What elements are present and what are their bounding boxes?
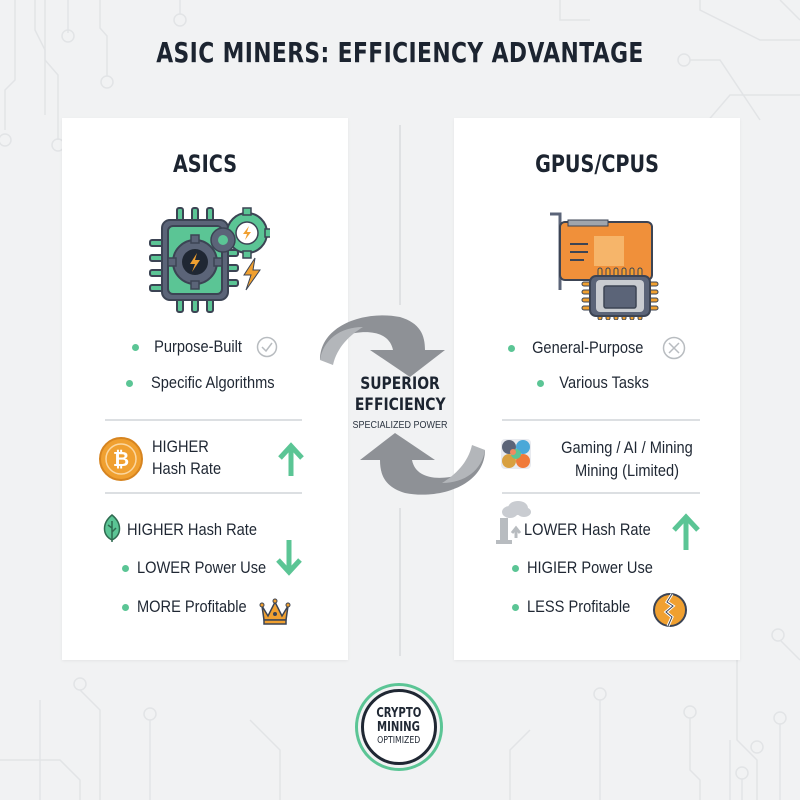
arrow-up-icon [672,513,700,550]
stat-less-profitable: LESS Profitable [512,597,647,617]
x-circle-icon [662,336,686,360]
stat-more-profitable: MORE Profitable [122,597,265,617]
arrow-down-icon [276,540,302,576]
feature-purpose-built: Purpose-Built [62,336,348,358]
crypto-mining-optimized-badge: CRYPTO MINING OPTIMIZED [355,683,443,771]
bullet-dot [122,603,129,611]
asics-card-title: ASICS [172,150,238,178]
factory-smoke-icon [496,501,531,544]
asic-chip-gear-icon [62,200,348,320]
broken-coin-icon [653,593,687,627]
arrow-up-icon [278,442,304,476]
bullet-dot [122,564,129,572]
page-title: ASIC MINERS: EFFICIENCY ADVANTAGE [156,36,644,69]
feature-various-tasks: Various Tasks [454,373,740,393]
stat-higher-power-use: HIGIER Power Use [512,558,673,578]
gpus-cpus-card: GPUS/CPUS General-Purpose Various Tasks [454,118,740,660]
gpu-cpu-icon [454,210,740,320]
center-divider-top [399,125,401,305]
bullet-dot [125,379,133,387]
leaf-icon [103,514,121,542]
center-divider-bottom [399,508,401,656]
bullet-dot [537,379,545,387]
cycle-arrows-icon [320,315,485,495]
svg-text:₿: ₿ [113,447,129,471]
divider [105,419,302,421]
crown-icon [259,598,291,625]
check-circle-icon [256,336,277,358]
multi-use-icon [501,439,531,469]
use-cases-block: Gaming / AI / Mining Mining (Limited) [561,438,693,480]
divider [105,492,302,494]
divider [502,492,700,494]
stat-higher-hash-rate: HIGHER Hash Rate [127,520,258,539]
bullet-dot [132,343,140,351]
asics-card: ASICS [62,118,348,660]
stat-lower-hash-rate: LOWER Hash Rate [524,520,651,539]
bullet-dot [512,603,519,611]
divider [502,419,700,421]
bullet-dot [512,564,519,572]
stat-lower-power-use: LOWER Power Use [122,558,287,578]
gpus-cpus-card-title: GPUS/CPUS [535,150,659,178]
bitcoin-icon: ₿ [99,437,143,481]
center-label: SUPERIOR EFFICIENCY SPECIALIZED POWER [352,374,448,431]
feature-general-purpose: General-Purpose [454,336,740,360]
bullet-dot [507,344,515,352]
hash-rate-block: HIGHER Hash Rate [152,437,222,478]
feature-specific-algorithms: Specific Algorithms [62,373,348,393]
